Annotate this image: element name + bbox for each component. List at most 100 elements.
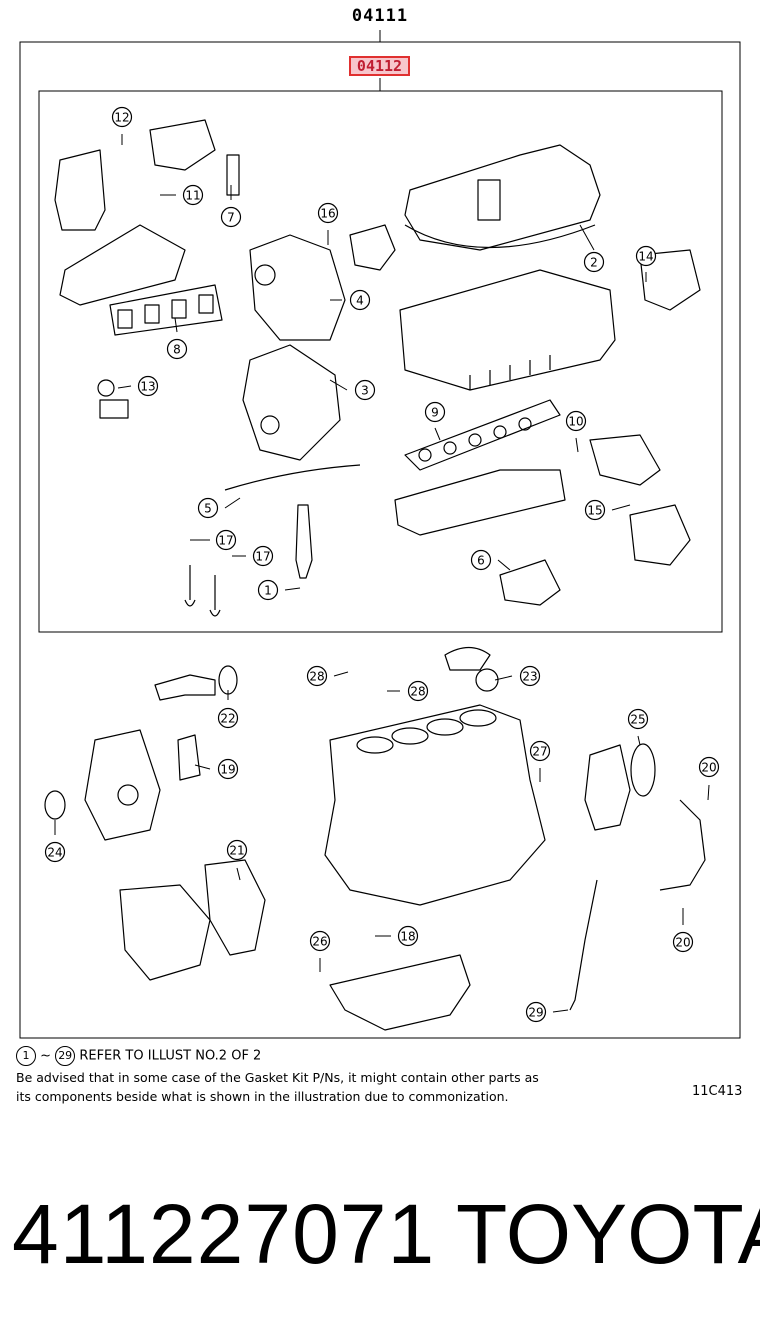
callout-circle (137, 375, 159, 397)
callout-number: 5 (204, 502, 212, 516)
cylinder-head (399, 269, 616, 391)
callout-number: 21 (229, 844, 244, 858)
callout-number: 23 (522, 670, 537, 684)
callout-18[interactable]: 18 (375, 925, 419, 947)
callout-26[interactable]: 26 (309, 930, 331, 973)
callout-number: 16 (320, 207, 335, 221)
highlighted-part-number[interactable]: 04112 (349, 56, 410, 76)
callout-leader (637, 735, 641, 746)
callout-27[interactable]: 27 (529, 740, 551, 783)
callout-number: 26 (312, 935, 327, 949)
callout-12[interactable]: 12 (111, 106, 133, 146)
legend-line: 1 ~ 29 REFER TO ILLUST NO.2 OF 2 (16, 1046, 261, 1066)
callout-circle (584, 499, 606, 521)
callout-leader (575, 437, 579, 453)
timing-cover-upper (249, 234, 346, 341)
callout-19[interactable]: 19 (194, 758, 239, 780)
callout-3[interactable]: 3 (329, 379, 376, 401)
callout-1[interactable]: 1 (257, 579, 301, 601)
callout-circle (407, 680, 429, 702)
callout-number: 12 (114, 111, 129, 125)
lower-parts-art (44, 646, 706, 1031)
callout-circle (627, 708, 649, 730)
callout-number: 7 (227, 211, 235, 225)
callout-28[interactable]: 28 (306, 665, 349, 687)
callout-circle (565, 410, 587, 432)
callout-number: 8 (173, 343, 181, 357)
callout-29[interactable]: 29 (525, 1001, 569, 1023)
callout-circle (635, 245, 657, 267)
callout-circle (44, 841, 66, 863)
callout-circle (226, 839, 248, 861)
callout-number: 19 (220, 763, 235, 777)
callout-leader (329, 379, 348, 391)
callout-number: 20 (701, 761, 716, 775)
callout-23[interactable]: 23 (494, 665, 541, 687)
cylinder-block (324, 704, 546, 906)
callout-circle (257, 579, 279, 601)
callout-circle (672, 931, 694, 953)
callout-13[interactable]: 13 (117, 375, 159, 397)
callout-circle (525, 1001, 547, 1023)
exhaust-manifold (59, 224, 186, 306)
callout-circle (529, 740, 551, 762)
callout-circle (182, 184, 204, 206)
callout-circle (470, 549, 492, 571)
callout-circle (217, 758, 239, 780)
callout-number: 29 (528, 1006, 543, 1020)
callout-4[interactable]: 4 (330, 289, 371, 311)
oil-dipstick (569, 879, 598, 1011)
callout-leader (333, 671, 349, 677)
callout-circle (349, 289, 371, 311)
callout-9[interactable]: 9 (424, 401, 446, 441)
callout-circle (519, 665, 541, 687)
callout-15[interactable]: 15 (584, 499, 631, 521)
callout-circle (217, 707, 239, 729)
callout-6[interactable]: 6 (470, 549, 511, 571)
callout-number: 22 (220, 712, 235, 726)
callout-21[interactable]: 21 (226, 839, 248, 881)
callout-number: 13 (140, 380, 155, 394)
callout-circle (354, 379, 376, 401)
diagram-frames (19, 30, 741, 1039)
callout-7[interactable]: 7 (220, 185, 242, 228)
commonization-note-line1: Be advised that in some case of the Gask… (16, 1070, 539, 1085)
callout-number: 9 (431, 406, 439, 420)
callout-14[interactable]: 14 (635, 245, 657, 283)
callout-10[interactable]: 10 (565, 410, 587, 453)
callout-number: 3 (361, 384, 369, 398)
callout-leader (611, 504, 631, 511)
callout-leader (194, 764, 211, 770)
callout-leader (497, 559, 511, 571)
callout-number: 24 (47, 846, 62, 860)
callout-circle (220, 206, 242, 228)
callout-number: 17 (255, 550, 270, 564)
callout-28[interactable]: 28 (387, 680, 429, 702)
callout-number: 4 (356, 294, 364, 308)
callout-8[interactable]: 8 (166, 317, 188, 360)
callout-circle (309, 930, 331, 952)
callout-number: 10 (568, 415, 583, 429)
callout-2[interactable]: 2 (579, 224, 605, 273)
callout-16[interactable]: 16 (317, 202, 339, 246)
callout-25[interactable]: 25 (627, 708, 649, 746)
callout-circle (197, 497, 219, 519)
callout-leader (552, 1009, 569, 1013)
callout-11[interactable]: 11 (160, 184, 204, 206)
callout-17[interactable]: 17 (232, 545, 274, 567)
callout-number: 6 (477, 554, 485, 568)
part-number: 411227071 (12, 1187, 436, 1281)
callout-20[interactable]: 20 (672, 908, 694, 953)
callout-circle (397, 925, 419, 947)
callout-22[interactable]: 22 (217, 690, 239, 729)
callout-17[interactable]: 17 (190, 529, 237, 551)
callout-leader (494, 675, 513, 681)
callout-number: 20 (675, 936, 690, 950)
callout-5[interactable]: 5 (197, 497, 241, 519)
callout-20[interactable]: 20 (698, 756, 720, 801)
callout-number: 2 (590, 256, 598, 270)
callout-24[interactable]: 24 (44, 820, 66, 863)
callout-number: 1 (264, 584, 272, 598)
callout-circle (215, 529, 237, 551)
